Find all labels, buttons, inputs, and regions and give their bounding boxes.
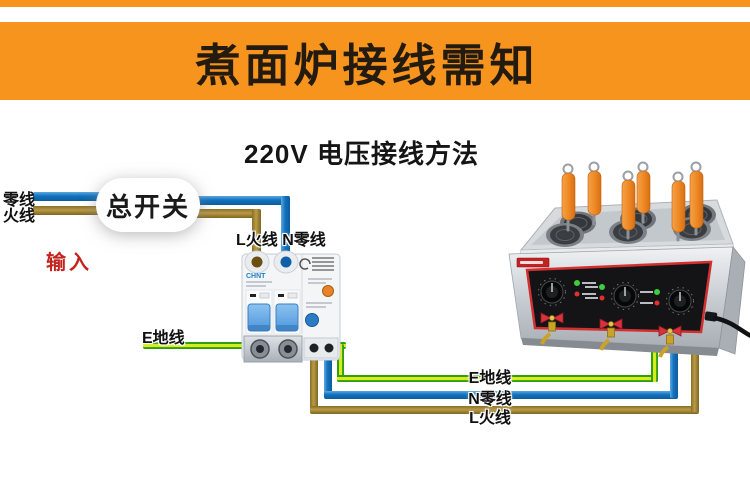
live-in-label: 火线 [3,208,36,225]
voltage-subtitle: 220V 电压接线方法 [244,139,479,169]
neutral-wire-up-to-machine [670,350,678,398]
ground-wire-up-to-machine [651,350,658,382]
top-orange-strip [0,0,750,7]
neutral-wire-drop [281,196,290,258]
ground-in-label: E地线 [142,330,185,347]
basket-handles [561,161,704,242]
noodle-cooker-machine [508,161,750,358]
power-cord [704,311,750,339]
basket-handle [689,161,704,236]
live-wire-switch-to-breaker [190,209,261,218]
live-wire-run [310,406,699,414]
knob-3 [640,287,694,315]
circuit-breaker: CHNT [241,250,341,363]
rcd-dial-mark [299,258,311,270]
drain-valves [540,312,682,358]
neutral-out-label: N零线 [468,391,512,408]
ground-wire-in [143,342,249,349]
page-title: 煮面炉接线需知 [195,39,539,91]
rcd-reset-button [305,313,319,327]
live-wire-up-to-machine [691,350,699,412]
rcd-vent-lines [312,257,334,271]
knob-1 [538,278,596,306]
brand-badge [516,257,550,268]
main-switch-label: 总开关 [105,191,190,222]
basket-handle [636,161,651,224]
control-knobs [538,278,694,315]
basket-handle [621,170,636,240]
live-wire-in [33,206,109,215]
basket-handle [671,171,686,242]
valve [540,312,564,345]
neutral-wire-in [33,192,109,201]
breaker-top-label: L火线 N零线 [236,232,326,249]
breaker-bottom-terminals [243,335,339,363]
live-wire-drop [252,209,261,258]
live-wire-down [310,356,318,413]
valve [599,318,623,351]
rcd-test-button [322,285,334,297]
wire-entry-terminals [244,250,299,274]
neutral-in-label: 零线 [3,192,36,209]
valve [658,325,682,358]
ground-wire-run [337,375,658,382]
breaker-brand: CHNT [246,273,266,280]
ground-out-label: E地线 [468,370,512,387]
basket-handle [561,163,576,232]
machine-base [521,338,719,356]
breaker-toggle-handles [247,303,299,332]
breaker-print-lines [246,278,332,308]
basket-handle [587,161,602,226]
ground-wire-down [337,344,344,382]
title-banner: 煮面炉接线需知 [0,22,750,100]
knob-2 [585,282,639,310]
machine-side-face [718,246,746,355]
neutral-wire-down [324,356,332,398]
live-out-label: L火线 [469,410,511,427]
neutral-wire-run [324,391,678,399]
neutral-wire-switch-to-breaker [190,196,290,205]
main-switch-box: 总开关 [96,178,200,232]
input-label: 输入 [46,252,92,274]
